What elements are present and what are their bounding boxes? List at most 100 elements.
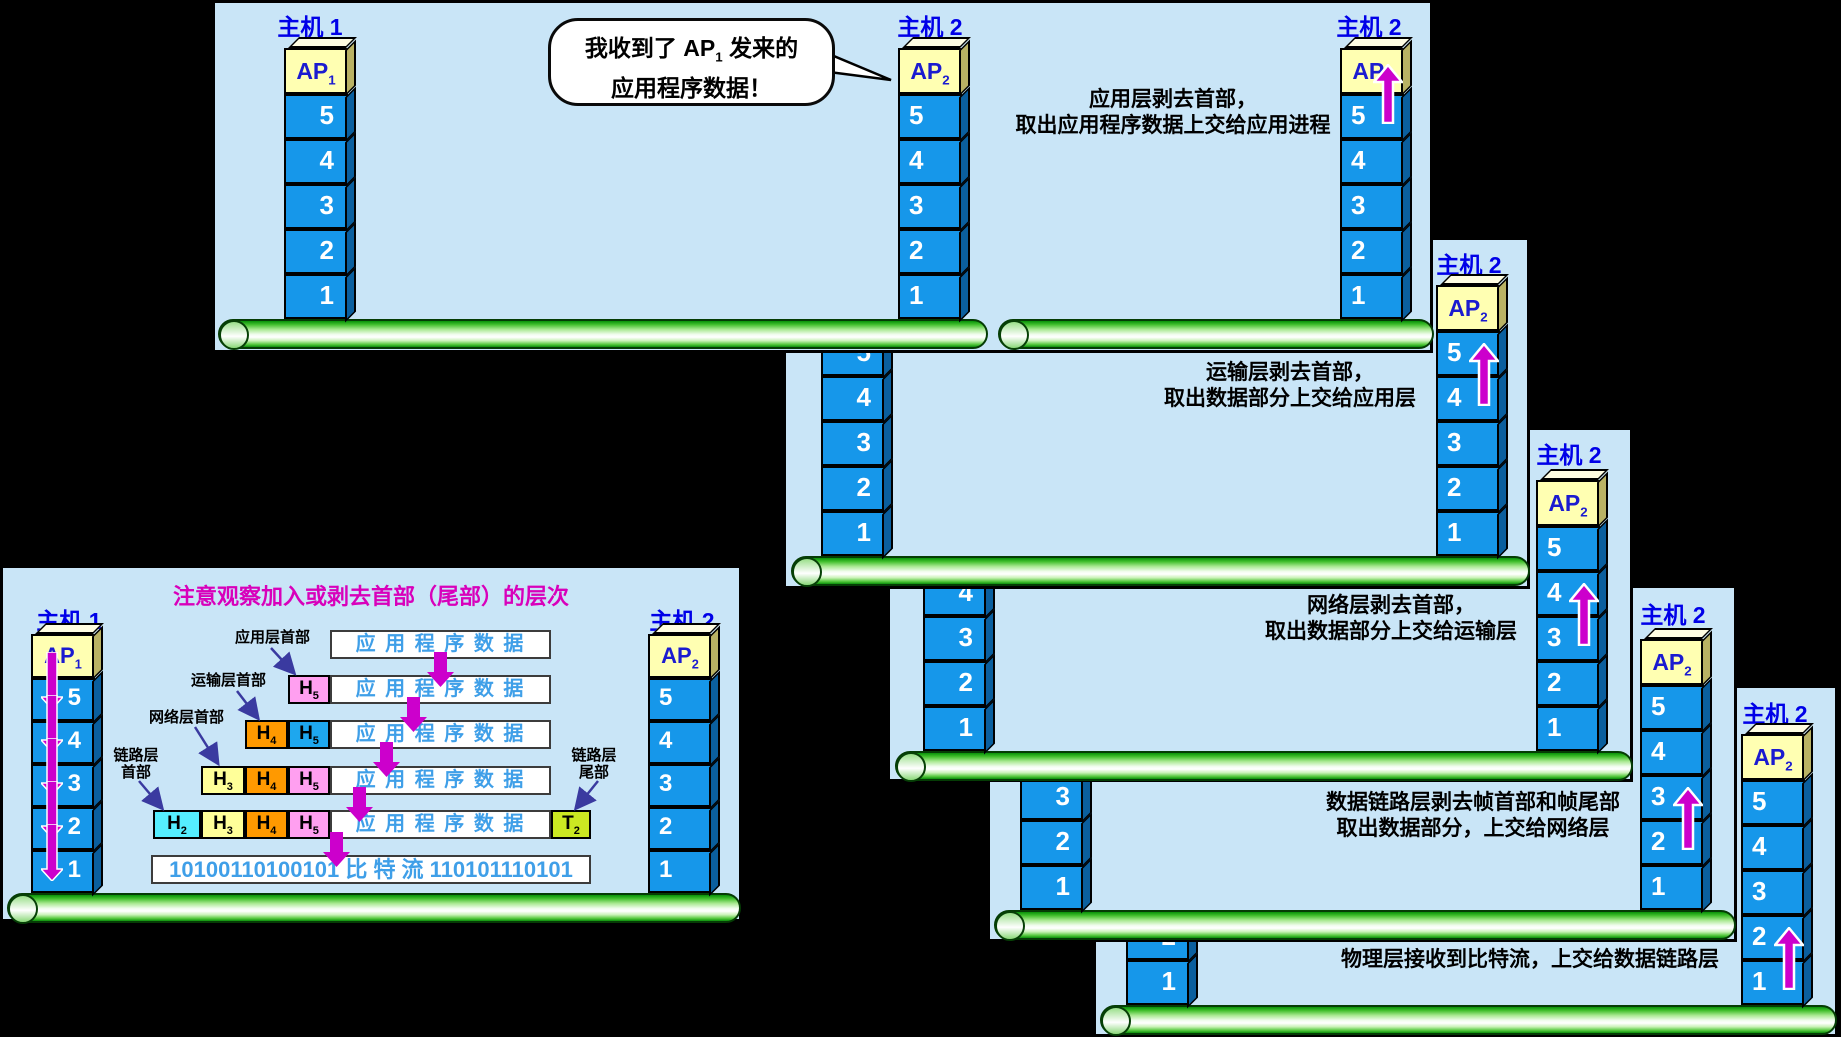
- stage-caption: 物理层接收到比特流，上交给数据链路层: [1341, 947, 1719, 973]
- layer-number: 2: [1351, 235, 1366, 265]
- header-chip-h3: H3: [201, 766, 245, 795]
- ap-name: AP: [910, 58, 943, 84]
- app-data-text: 应 用 程 序 数 据: [355, 723, 526, 745]
- decapsulation-up-arrow: [1373, 64, 1403, 124]
- layer-box-4: 4: [1340, 139, 1404, 184]
- decapsulation-up-arrow: [1673, 787, 1703, 850]
- network-pipe: [7, 893, 741, 924]
- layer-number: 2: [1547, 667, 1562, 697]
- layer-number: 4: [1651, 736, 1666, 766]
- stage-caption-line: 网络层剥去首部，: [1265, 593, 1517, 619]
- row-down-arrow: [372, 742, 400, 777]
- header-chip-h4: H4: [245, 766, 288, 795]
- ap-name: AP: [1448, 295, 1481, 321]
- layer-number: 1: [319, 280, 334, 310]
- chip-label: H: [299, 813, 313, 834]
- layer-box-5: 5: [1741, 780, 1805, 825]
- layer-box-2: 2: [1536, 661, 1600, 706]
- ap-box: AP1: [284, 48, 348, 94]
- ap-subscript: 2: [1785, 758, 1793, 774]
- bitstream-text: 10100110100101 比 特 流 110101110101: [169, 857, 573, 882]
- app-data-text: 应 用 程 序 数 据: [355, 769, 526, 791]
- host-label-text: 主机 2: [1536, 442, 1602, 468]
- app-data-box: 应 用 程 序 数 据: [330, 810, 551, 839]
- stage-caption: 数据链路层剥去帧首部和帧尾部取出数据部分，上交给网络层: [1326, 790, 1620, 842]
- layer-box-2: 2: [648, 807, 712, 850]
- ap-box: AP2: [648, 634, 712, 678]
- layer-box-2: 2: [821, 466, 885, 511]
- speech-bubble-text: 发来的: [722, 35, 799, 61]
- pipe-cap: [8, 894, 38, 924]
- layer-number: 3: [1447, 427, 1462, 457]
- row-down-arrow: [345, 787, 373, 822]
- annotation-arrow: [229, 683, 265, 725]
- layer-box-3: 3: [923, 616, 987, 661]
- ap-subscript: 2: [691, 656, 699, 672]
- trailer-chip-t2: T2: [551, 810, 591, 839]
- stage-caption-line: 取出数据部分上交给应用层: [1164, 386, 1416, 412]
- chip-label: H: [213, 813, 227, 834]
- header-chip-h5: H5: [288, 810, 330, 839]
- layer-number: 1: [1055, 871, 1070, 901]
- annotation-link-header: 链路层 首部: [91, 747, 181, 781]
- stage-caption: 应用层剥去首部，取出应用程序数据上交给应用进程: [1016, 87, 1331, 139]
- layer-number: 1: [1651, 871, 1666, 901]
- stage-caption-line: 数据链路层剥去帧首部和帧尾部: [1326, 790, 1620, 816]
- layer-box-1: 1: [648, 850, 712, 893]
- pipe-cap: [896, 752, 926, 782]
- decapsulation-up-arrow: [1569, 583, 1599, 646]
- ap-subscript: 1: [74, 656, 82, 672]
- layer-box-1: 1: [821, 511, 885, 556]
- chip-label: H: [167, 813, 181, 834]
- header-chip-h5: H5: [288, 675, 330, 704]
- detail-title: 注意观察加入或剥去首部（尾部）的层次: [173, 579, 569, 611]
- layer-number: 1: [909, 280, 924, 310]
- layer-number: 5: [659, 684, 673, 711]
- layer-box-3: 3: [1741, 870, 1805, 915]
- ap-subscript: 2: [1684, 663, 1692, 679]
- header-chip-h4: H4: [245, 810, 288, 839]
- layer-number: 3: [958, 622, 973, 652]
- annotation-link-trailer: 链路层 尾部: [549, 747, 639, 781]
- speech-bubble-text-sub: 1: [715, 49, 723, 65]
- decapsulation-up-arrow: [1774, 927, 1804, 990]
- chip-label: H: [299, 769, 313, 790]
- layer-number: 4: [1752, 831, 1767, 861]
- layer-number: 4: [1547, 577, 1562, 607]
- layer-number: 1: [958, 712, 973, 742]
- layer-number: 4: [856, 382, 871, 412]
- layer-number: 2: [856, 472, 871, 502]
- annotation-application-header: 应用层首部: [190, 629, 310, 646]
- host-label: 主机 2: [897, 8, 962, 42]
- network-pipe: [218, 319, 988, 350]
- ap-name: AP: [296, 58, 329, 84]
- layer-box-3: 3: [1020, 775, 1084, 820]
- layer-box-2: 2: [284, 229, 348, 274]
- chip-subscript: 4: [270, 824, 277, 837]
- layer-number: 3: [856, 427, 871, 457]
- stage-caption-text: 应用层剥去首部，: [1089, 88, 1257, 111]
- chip-label: T: [562, 813, 574, 834]
- ap-subscript: 1: [328, 72, 336, 88]
- layer-box-3: 3: [648, 764, 712, 807]
- layer-box-1: 1: [1020, 865, 1084, 910]
- header-chip-h2: H2: [153, 810, 201, 839]
- host-label-text: 主机 2: [897, 14, 963, 40]
- layer-box-1: 1: [284, 274, 348, 319]
- chip-subscript: 5: [312, 689, 319, 702]
- speech-bubble-tail: [829, 53, 893, 83]
- pipe-cap: [1101, 1006, 1131, 1036]
- ap-name: AP: [1548, 490, 1581, 516]
- app-data-text: 应 用 程 序 数 据: [355, 678, 526, 700]
- annotation-network-header: 网络层首部: [104, 709, 224, 726]
- layer-box-2: 2: [31, 807, 95, 850]
- layer-box-1: 1: [1640, 865, 1704, 910]
- pipe-cap: [999, 320, 1029, 350]
- ap-subscript: 2: [1580, 504, 1588, 520]
- layer-box-4: 4: [1640, 730, 1704, 775]
- stage-caption-text: 数据链路层剥去帧首部和帧尾部: [1326, 791, 1620, 814]
- layer-number: 4: [319, 145, 334, 175]
- chip-subscript: 5: [312, 734, 319, 747]
- chip-label: H: [256, 813, 271, 834]
